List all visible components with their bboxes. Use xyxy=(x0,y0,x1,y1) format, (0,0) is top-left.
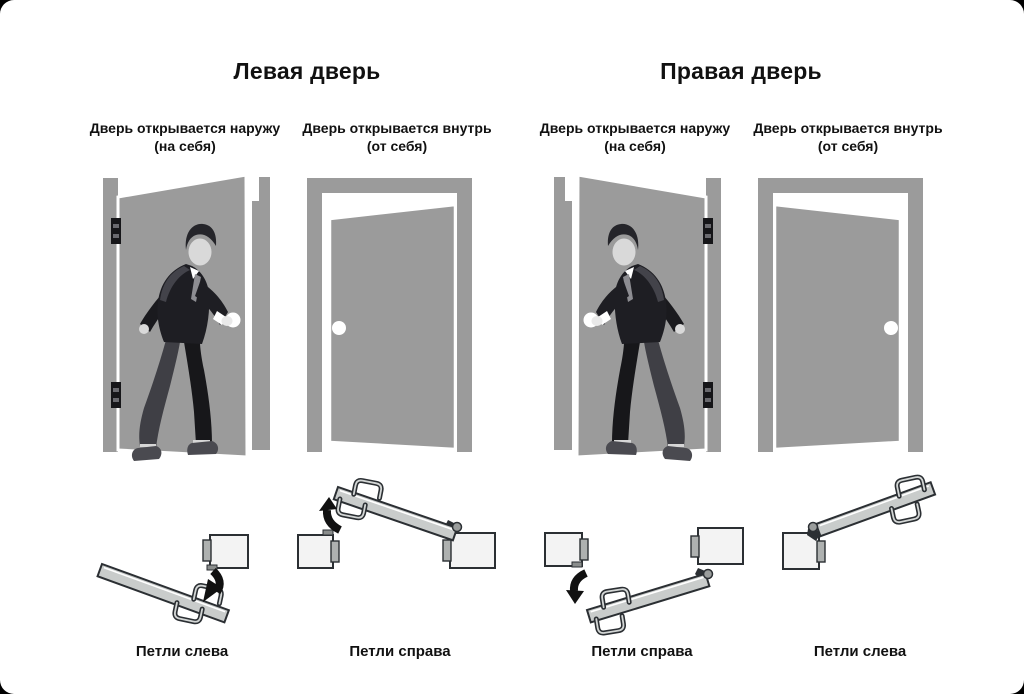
door-panel xyxy=(328,203,457,451)
right-door-group-title: Правая дверь xyxy=(660,58,822,84)
door-outward-illustration xyxy=(103,173,270,461)
door-knob xyxy=(884,321,898,335)
door-top-bar xyxy=(585,572,711,639)
door-hinge-icon xyxy=(703,382,713,408)
rotation-arrow-icon xyxy=(203,568,224,602)
caption-line-2: (от себя) xyxy=(366,138,428,154)
rotation-arrow-icon xyxy=(566,569,588,604)
door-hinge-icon xyxy=(703,218,713,244)
caption-line-2: (от себя) xyxy=(817,138,879,154)
door-inward-illustration xyxy=(758,178,923,452)
caption-line-1: Дверь открывается внутрь xyxy=(753,120,943,136)
hinge-position-label: Петли справа xyxy=(349,643,451,660)
door-frame-jamb xyxy=(252,177,270,450)
door-top-bar xyxy=(332,471,459,542)
wall-section xyxy=(544,532,583,567)
hinge-pivot-dot xyxy=(807,521,819,533)
column-caption: Дверь открывается внутрь (от себя) xyxy=(733,119,963,155)
door-frame-jamb xyxy=(908,178,923,452)
door-frame-jamb xyxy=(554,177,572,450)
door-frame-jamb xyxy=(758,178,773,452)
door-panel xyxy=(773,203,902,451)
door-frame-lintel xyxy=(758,178,923,193)
column-caption: Дверь открывается внутрь (от себя) xyxy=(282,119,512,155)
door-top-bar xyxy=(96,562,231,634)
door-frame-jamb xyxy=(457,178,472,452)
door-frame-jamb xyxy=(307,178,322,452)
wall-section xyxy=(209,534,249,569)
hinge-top-view-right-inward-swing xyxy=(297,475,496,569)
door-outward-illustration xyxy=(554,173,721,461)
door-hinge-icon xyxy=(111,218,121,244)
column-caption: Дверь открывается наружу (на себя) xyxy=(520,119,750,155)
rotation-arrow-icon xyxy=(319,497,342,534)
caption-line-2: (на себя) xyxy=(604,138,666,154)
wall-section xyxy=(297,534,334,569)
hinge-pivot-dot xyxy=(451,521,463,533)
hinge-top-view-left-outward xyxy=(96,534,249,634)
hinge-position-label: Петли слева xyxy=(135,643,229,660)
left-door-group-title: Левая дверь xyxy=(233,58,381,84)
wall-section xyxy=(697,527,744,565)
door-frame-lintel xyxy=(307,178,472,193)
caption-line-1: Дверь открывается наружу xyxy=(539,120,731,136)
hinge-position-label: Петли справа xyxy=(591,643,693,660)
caption-line-2: (на себя) xyxy=(154,138,216,154)
column-caption: Дверь открывается наружу (на себя) xyxy=(70,119,300,155)
wall-section xyxy=(449,532,496,569)
door-knob xyxy=(332,321,346,335)
hinge-top-view-left-inward-swing xyxy=(782,475,937,570)
hinge-position-label: Петли слева xyxy=(813,643,907,660)
hinge-pivot-dot xyxy=(702,568,714,580)
door-inward-illustration xyxy=(307,178,472,452)
caption-line-1: Дверь открывается внутрь xyxy=(302,120,492,136)
door-hinge-icon xyxy=(111,382,121,408)
hinge-top-view-right-outward xyxy=(544,527,744,633)
door-top-bar xyxy=(814,470,937,538)
caption-line-1: Дверь открывается наружу xyxy=(89,120,281,136)
